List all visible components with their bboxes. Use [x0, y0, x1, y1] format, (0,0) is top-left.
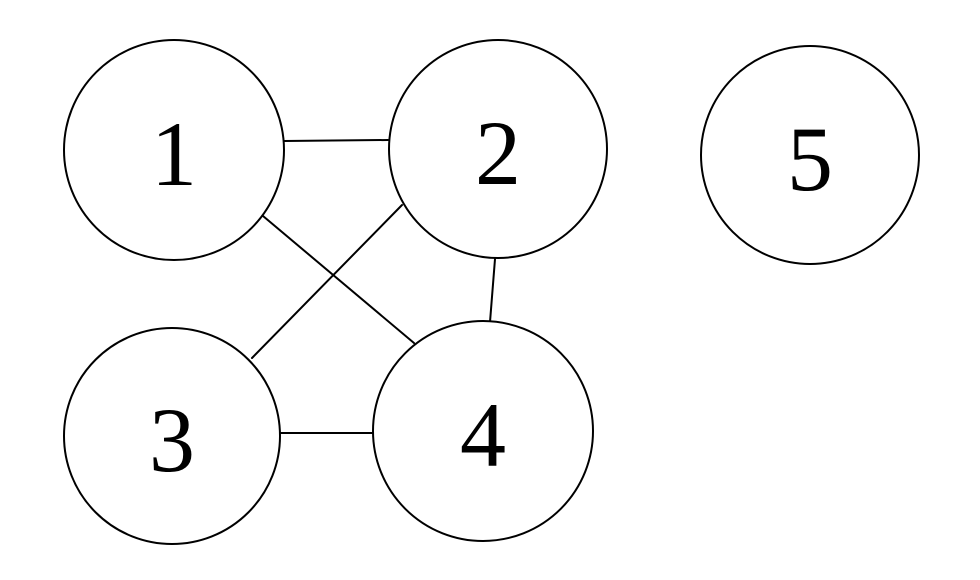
node-label-1: 1 [151, 103, 197, 205]
node-circle-4 [372, 320, 594, 542]
node-circle-3 [63, 327, 281, 545]
node-circle-2 [388, 39, 608, 259]
node-label-2: 2 [475, 102, 521, 204]
node-label-5: 5 [787, 108, 833, 210]
graph-node-1: 1 [63, 39, 285, 261]
graph-edge-2-3 [251, 204, 403, 359]
node-label-4: 4 [460, 384, 506, 486]
graph-node-4: 4 [372, 320, 594, 542]
graph-edge-2-4 [489, 258, 496, 323]
node-circle-1 [63, 39, 285, 261]
graph-edge-1-2 [283, 139, 389, 142]
graph-node-3: 3 [63, 327, 281, 545]
node-circle-5 [700, 45, 920, 265]
graph-edge-1-4 [262, 215, 415, 344]
graph-node-5: 5 [700, 45, 920, 265]
node-label-3: 3 [149, 389, 195, 491]
graph-node-2: 2 [388, 39, 608, 259]
